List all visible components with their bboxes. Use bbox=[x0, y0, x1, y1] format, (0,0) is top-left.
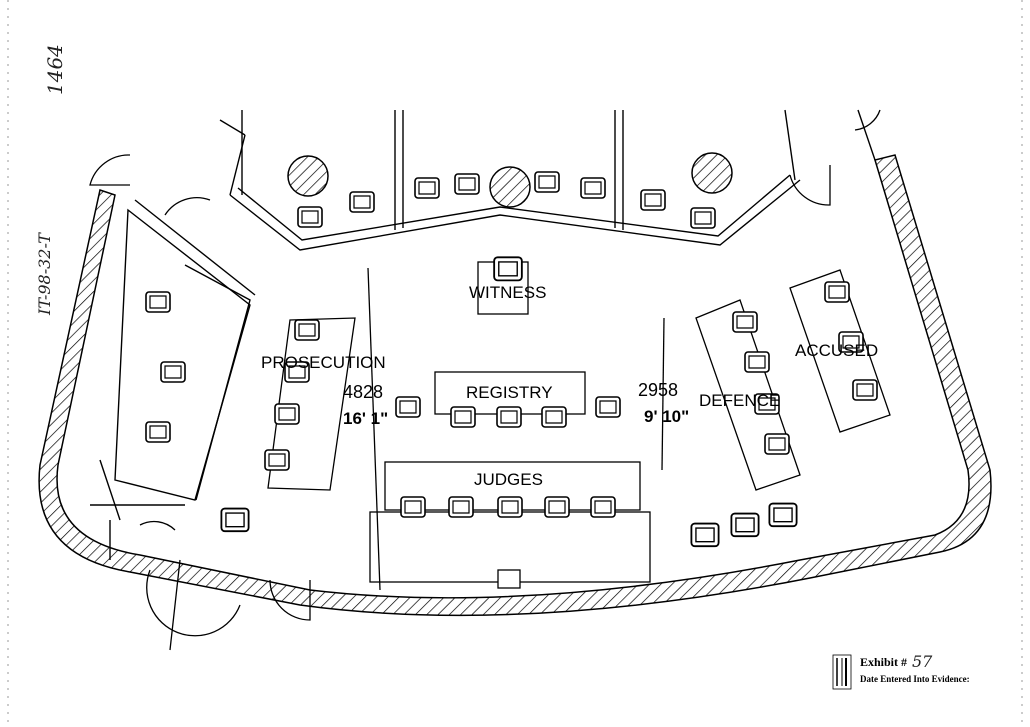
dimension-right-mm: 2958 bbox=[638, 380, 678, 400]
handwritten-page-number: 1464 bbox=[43, 44, 67, 95]
label-defence: DEFENCE bbox=[699, 391, 780, 410]
dimension-left-mm: 4828 bbox=[343, 382, 383, 402]
dimension-left-ft: 16' 1" bbox=[343, 409, 388, 428]
handwritten-case-number: IT-98-32-T bbox=[35, 232, 54, 316]
label-judges: JUDGES bbox=[474, 470, 543, 489]
label-witness: WITNESS bbox=[469, 283, 546, 302]
label-accused: ACCUSED bbox=[795, 341, 878, 360]
outer-wall bbox=[38, 154, 992, 617]
label-prosecution: PROSECUTION bbox=[261, 353, 386, 372]
chairs bbox=[145, 171, 878, 548]
label-registry: REGISTRY bbox=[466, 383, 553, 402]
booth-windows bbox=[287, 152, 733, 208]
date-entered-label: Date Entered Into Evidence: bbox=[860, 674, 970, 684]
left-office bbox=[90, 199, 256, 560]
dimension-right-ft: 9' 10" bbox=[644, 407, 689, 426]
upper-booths bbox=[219, 109, 876, 251]
doors bbox=[89, 109, 881, 651]
exhibit-stamp: Exhibit # 57 Date Entered Into Evidence: bbox=[832, 652, 970, 690]
exhibit-number: 57 bbox=[912, 652, 933, 671]
exhibit-label: Exhibit # bbox=[860, 655, 907, 669]
